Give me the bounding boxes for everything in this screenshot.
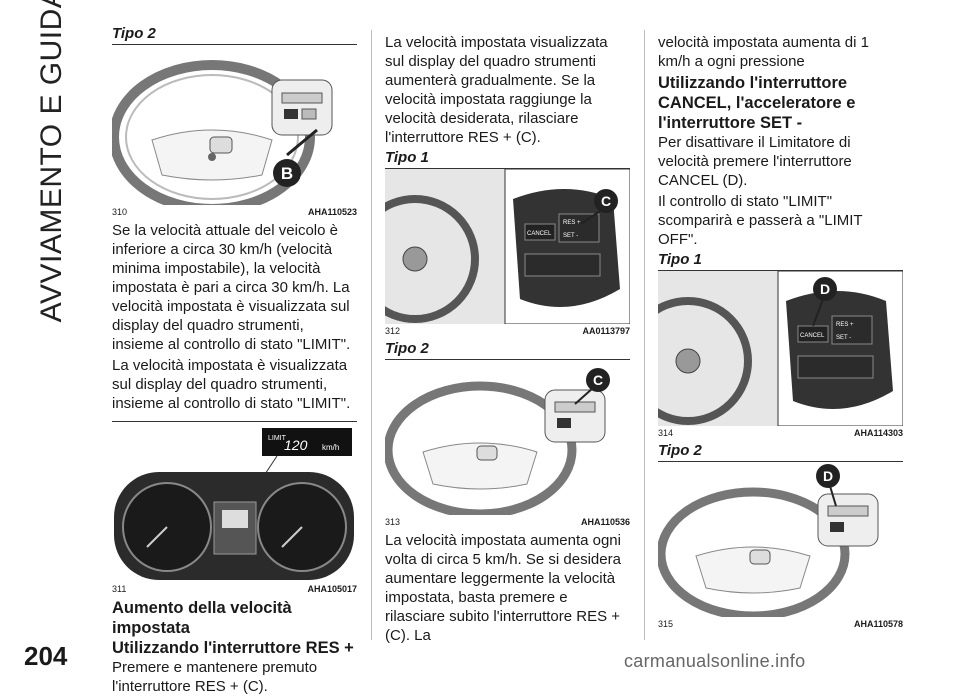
figure-caption: 315 AHA110578 [658,619,903,629]
section-heading: Aumento della velocità impostata [112,599,292,637]
figure-code: AHA110523 [307,207,357,217]
display-unit: km/h [322,443,339,452]
section-heading: Utilizzando l'interruttore RES + [112,639,354,657]
switch-closeup-illustration: CANCEL RES + SET - C [385,169,630,324]
callout-label: B [281,164,293,183]
figure-code: AHA110536 [580,517,630,527]
figure-instrument-cluster: LIMIT 120 km/h [112,421,357,582]
paragraph: velocità impostata aumenta di 1 km/h a o… [658,34,869,70]
callout-label: C [601,193,611,209]
column-divider [371,30,372,640]
section-title-vertical: AVVIAMENTO E GUIDA [32,0,72,322]
figure-number: 311 [112,584,127,594]
figure-steering-wheel-d: D [658,461,903,617]
steering-wheel-illustration: B [112,45,357,205]
instrument-cluster-illustration: LIMIT 120 km/h [112,422,357,582]
paragraph: La velocità impostata visualizzata sul d… [385,34,608,146]
cancel-label: CANCEL [527,231,552,237]
figure-caption: 313 AHA110536 [385,517,630,527]
figure-number: 315 [658,619,674,629]
paragraph: Il controllo di stato "LIMIT" scomparirà… [658,193,863,248]
variant-label: Tipo 1 [658,251,702,268]
column-1: Tipo 2 B 310 AHA110523 Se la velocità at… [112,25,357,698]
figure-steering-wheel-b: B [112,44,357,205]
figure-switch-type1-d: CANCEL RES + SET - D [658,270,903,426]
figure-switch-type1-c: CANCEL RES + SET - C [385,168,630,324]
callout-label: D [820,281,830,297]
paragraph: Premere e mantenere premuto l'interrutto… [112,659,318,695]
switch-closeup-illustration: CANCEL RES + SET - D [658,271,903,426]
figure-steering-wheel-c: C [385,359,630,515]
figure-number: 310 [112,207,128,217]
paragraph: Se la velocità attuale del veicolo è inf… [112,222,351,353]
callout-label: C [593,372,603,388]
column-2: La velocità impostata visualizzata sul d… [385,25,630,647]
set-label: SET - [836,335,851,341]
paragraph: Per disattivare il Limitatore di velocit… [658,134,852,189]
figure-code: AHA105017 [307,584,357,594]
figure-code: AHA110578 [853,619,903,629]
figure-caption: 311 AHA105017 [112,584,357,594]
figure-number: 313 [385,517,401,527]
res-label: RES + [563,220,581,226]
figure-number: 312 [385,326,401,336]
variant-label: Tipo 2 [112,25,156,42]
variant-label: Tipo 1 [385,149,429,166]
paragraph: La velocità impostata aumenta ogni volta… [385,532,621,644]
display-speed: 120 [284,437,308,453]
page-number: 204 [24,641,68,671]
display-limit-label: LIMIT [268,435,287,442]
section-title-text: AVVIAMENTO E GUIDA [35,0,68,323]
steering-wheel-illustration: C [385,360,630,515]
figure-number: 314 [658,428,674,438]
variant-label: Tipo 2 [385,340,429,357]
column-3: velocità impostata aumenta di 1 km/h a o… [658,25,903,633]
figure-code: AA0113797 [582,326,630,336]
figure-code: AHA114303 [853,428,903,438]
steering-wheel-illustration: D [658,462,903,617]
cancel-label: CANCEL [800,333,825,339]
figure-caption: 312 AA0113797 [385,326,630,336]
variant-label: Tipo 2 [658,442,702,459]
section-heading: Utilizzando l'interruttore CANCEL, l'acc… [658,74,856,132]
column-divider [644,30,645,640]
figure-caption: 314 AHA114303 [658,428,903,438]
watermark: carmanualsonline.info [624,651,806,671]
figure-caption: 310 AHA110523 [112,207,357,217]
callout-label: D [823,468,833,484]
paragraph: La velocità impostata è visualizzata sul… [112,357,351,412]
set-label: SET - [563,233,578,239]
res-label: RES + [836,322,854,328]
